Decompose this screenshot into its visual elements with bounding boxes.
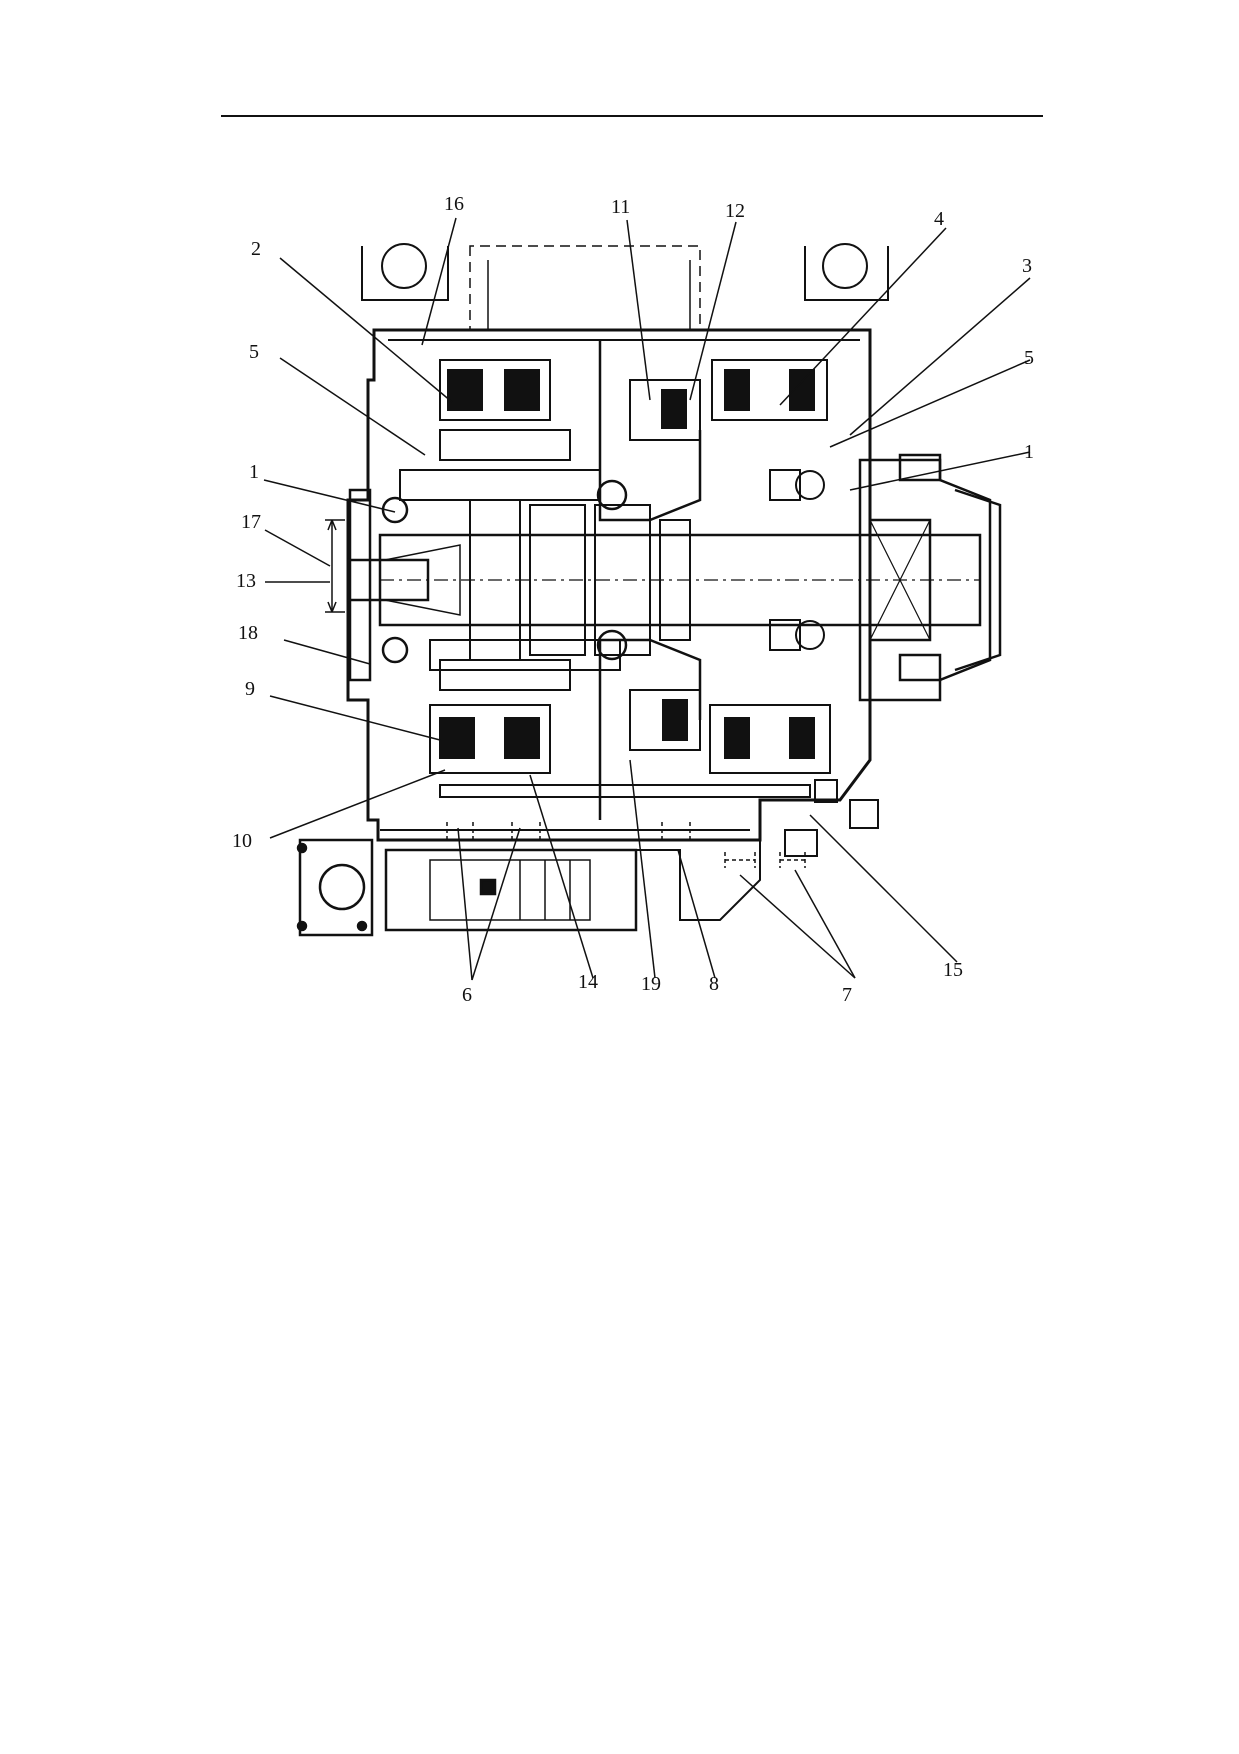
- label-14: 14: [578, 971, 598, 993]
- label-7: 7: [842, 984, 852, 1006]
- header-rule: [221, 115, 1043, 117]
- label-8: 8: [709, 973, 719, 995]
- lower-rod: [439, 779, 879, 857]
- leader-lines: [263, 217, 1031, 981]
- label-19: 19: [641, 973, 661, 995]
- label-4: 4: [934, 208, 944, 230]
- label-3: 3: [1022, 255, 1032, 277]
- label-1-left: 1: [249, 461, 259, 483]
- label-5-left: 5: [249, 341, 259, 363]
- label-9: 9: [245, 678, 255, 700]
- label-13: 13: [236, 570, 256, 592]
- label-15: 15: [943, 959, 963, 981]
- label-16: 16: [444, 193, 464, 215]
- lifting-eye-left: [361, 243, 449, 301]
- counter-shaft: [399, 429, 621, 691]
- label-18: 18: [238, 622, 258, 644]
- label-2: 2: [251, 238, 261, 260]
- center-web: [596, 340, 702, 820]
- label-11: 11: [611, 196, 631, 218]
- label-1-right: 1: [1024, 441, 1034, 463]
- lifting-eye-right: [804, 243, 889, 301]
- label-10: 10: [232, 830, 252, 852]
- dimension-mark: [325, 519, 345, 613]
- input-flange: [346, 488, 461, 682]
- lower-clutch-packs: [429, 689, 831, 774]
- label-6: 6: [462, 984, 472, 1006]
- output-yoke: [858, 453, 1002, 702]
- housing-outline: [346, 328, 872, 842]
- upper-clutch-packs: [439, 359, 828, 441]
- right-bearings: [769, 469, 825, 651]
- label-12: 12: [725, 200, 745, 222]
- main-shaft: [378, 499, 982, 661]
- label-17: 17: [241, 511, 261, 533]
- bottom-pump-assembly: [296, 800, 761, 937]
- label-5-right: 5: [1024, 347, 1034, 369]
